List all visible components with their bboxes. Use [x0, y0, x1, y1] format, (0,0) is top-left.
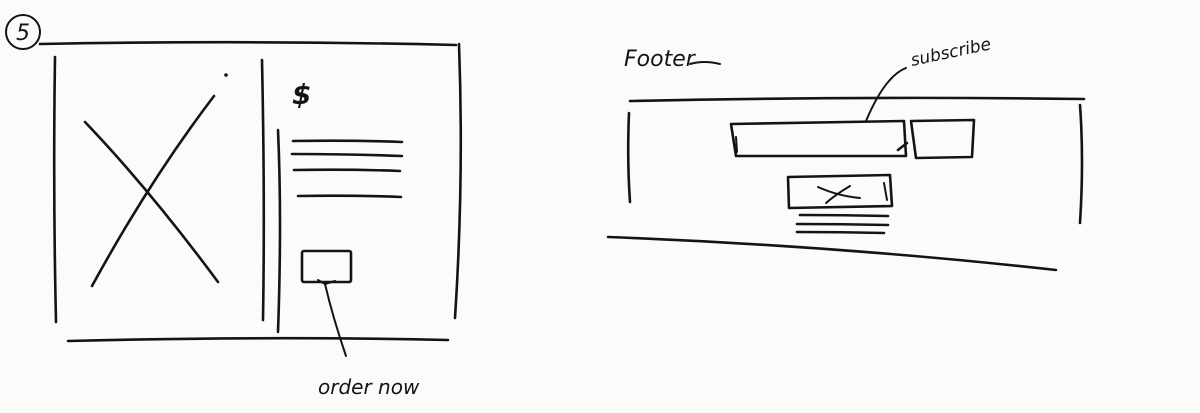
subscribe-button-sketch	[909, 118, 976, 160]
subscribe-input-end-mark	[896, 141, 909, 152]
price-symbol: $	[292, 78, 311, 111]
ink-dot	[224, 73, 228, 77]
footer-top-line	[628, 96, 1086, 103]
product-description-lines	[290, 139, 404, 199]
order-button-sketch	[300, 249, 353, 285]
step-number-badge: 5	[5, 14, 41, 50]
footer-title: Footer	[624, 47, 697, 72]
footer-bottom-line	[606, 235, 1058, 272]
order-now-annotation: order now	[318, 375, 420, 399]
subscribe-annotation-leader	[865, 67, 907, 122]
footer-text-lines	[795, 213, 890, 235]
footer-sketch: Footer subscribe	[606, 34, 1086, 272]
section-right-border	[453, 42, 463, 320]
footer-right-border	[1078, 103, 1084, 225]
subscribe-input-cursor	[735, 136, 738, 153]
footer-title-underline	[689, 61, 721, 65]
footer-left-border	[626, 111, 632, 204]
section-divider	[260, 58, 266, 322]
order-annotation-leader	[324, 283, 347, 357]
footer-logo-placeholder	[786, 173, 894, 210]
subscribe-annotation: subscribe	[909, 34, 993, 71]
section-inner-right-line	[276, 128, 282, 334]
section-left-border	[52, 55, 58, 324]
subscribe-input-sketch	[729, 119, 908, 158]
section-bottom-line	[66, 336, 450, 343]
step-number-text: 5	[16, 21, 30, 46]
product-image-placeholder	[83, 94, 220, 288]
product-section-sketch: $ order now	[38, 40, 463, 399]
section-top-line	[38, 40, 458, 47]
